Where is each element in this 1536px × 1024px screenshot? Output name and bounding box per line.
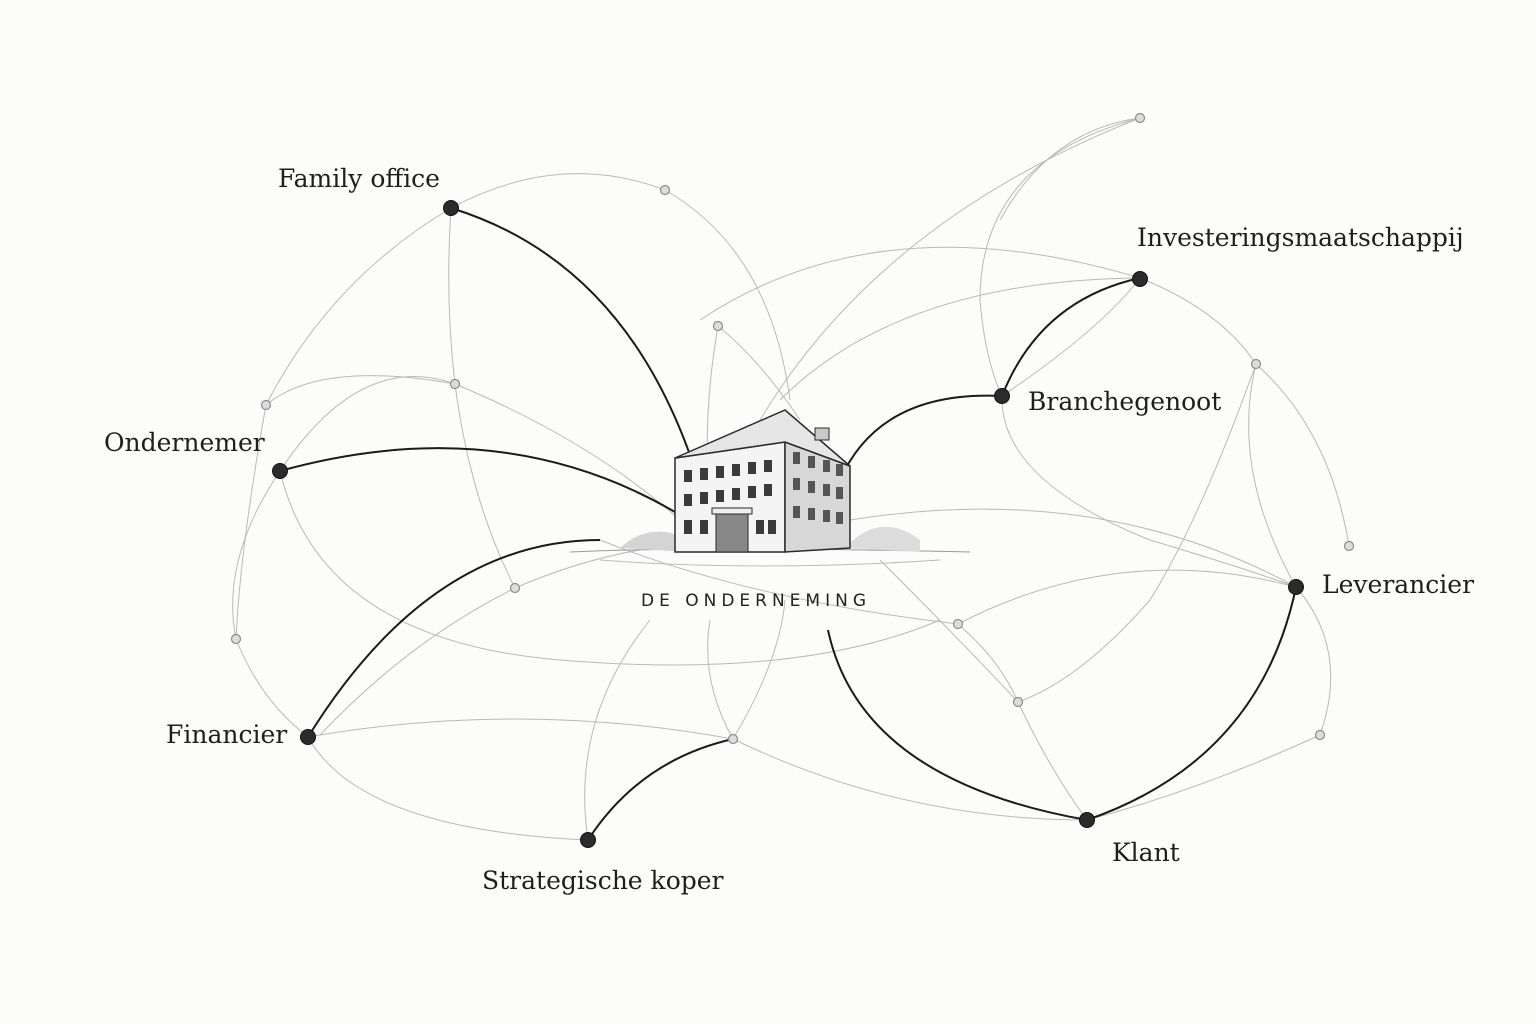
faint-link xyxy=(1295,586,1332,736)
secondary-node xyxy=(1314,729,1326,741)
faint-link xyxy=(732,738,1088,821)
faint-link xyxy=(450,173,666,209)
label-strategische-koper: Strategische koper xyxy=(482,866,724,895)
faint-link xyxy=(1139,277,1257,365)
faint-link xyxy=(707,619,734,740)
link-ondernemer xyxy=(279,447,676,513)
faint-link xyxy=(1017,701,1088,821)
node-klant xyxy=(1079,812,1095,828)
faint-link xyxy=(1001,395,1297,588)
link-branchegenoot xyxy=(839,394,1003,481)
faint-link xyxy=(957,569,1297,625)
label-branchegenoot: Branchegenoot xyxy=(1028,387,1221,416)
primary-nodes xyxy=(272,200,1304,848)
faint-link xyxy=(1248,363,1297,588)
node-leverancier xyxy=(1288,579,1304,595)
faint-link xyxy=(587,738,734,841)
faint-link xyxy=(879,559,1019,703)
secondary-node xyxy=(509,582,521,594)
link-investeringsmaatschappij xyxy=(1001,277,1141,397)
faint-link xyxy=(307,718,734,740)
faint-link xyxy=(235,404,267,640)
faint-link xyxy=(1086,734,1321,821)
faint-link xyxy=(279,376,456,472)
faint-link xyxy=(584,619,651,841)
link-klant xyxy=(827,629,1088,821)
secondary-node xyxy=(230,633,242,645)
faint-link xyxy=(1255,363,1350,547)
faint-link xyxy=(979,117,1141,397)
node-strategische-koper xyxy=(580,832,596,848)
node-ondernemer xyxy=(272,463,288,479)
faint-link xyxy=(279,470,941,666)
node-investeringsmaatschappij xyxy=(1132,271,1148,287)
label-financier: Financier xyxy=(166,720,287,749)
faint-link xyxy=(717,325,801,421)
faint-link xyxy=(265,375,456,406)
faint-link xyxy=(454,383,681,521)
faint-link xyxy=(232,470,281,640)
label-investeringsmaatschappij: Investeringsmaatschappij xyxy=(1137,223,1464,252)
secondary-node xyxy=(952,618,964,630)
secondary-node xyxy=(727,733,739,745)
faint-link xyxy=(319,587,516,736)
link-strategische-koper xyxy=(587,738,734,841)
faint-link xyxy=(699,246,1141,321)
faint-link xyxy=(514,549,641,589)
faint-link xyxy=(759,117,1141,421)
faint-link xyxy=(1001,277,1141,397)
faint-link xyxy=(999,117,1141,221)
faint-link xyxy=(957,623,1019,703)
strong-links xyxy=(279,207,1297,841)
secondary-node xyxy=(1343,540,1355,552)
label-leverancier: Leverancier xyxy=(1322,570,1474,599)
faint-link xyxy=(235,638,309,738)
label-family-office: Family office xyxy=(278,164,440,193)
faint-link xyxy=(664,189,791,401)
faint-link xyxy=(448,207,456,385)
faint-link xyxy=(1017,363,1257,703)
secondary-node xyxy=(659,184,671,196)
secondary-node xyxy=(449,378,461,390)
stakeholder-labels: Family office Investeringsmaatschappij O… xyxy=(104,164,1474,895)
faint-link xyxy=(849,508,1297,588)
faint-link xyxy=(732,599,786,740)
link-leverancier xyxy=(1086,586,1297,821)
node-financier xyxy=(300,729,316,745)
secondary-node xyxy=(1012,696,1024,708)
faint-link xyxy=(599,539,959,625)
secondary-node xyxy=(1250,358,1262,370)
secondary-node xyxy=(1134,112,1146,124)
secondary-nodes xyxy=(230,112,1355,745)
faint-links xyxy=(232,117,1350,841)
secondary-node xyxy=(260,399,272,411)
faint-link xyxy=(454,383,516,589)
link-financier xyxy=(307,539,601,738)
secondary-node xyxy=(712,320,724,332)
node-branchegenoot xyxy=(994,388,1010,404)
center-label: DE ONDERNEMING xyxy=(641,591,871,611)
label-klant: Klant xyxy=(1112,838,1180,867)
faint-link xyxy=(265,207,452,406)
faint-link xyxy=(307,736,589,841)
label-ondernemer: Ondernemer xyxy=(104,428,265,457)
link-family-office xyxy=(450,207,691,456)
faint-link xyxy=(779,277,1141,401)
node-family-office xyxy=(443,200,459,216)
building-icon xyxy=(569,409,971,567)
